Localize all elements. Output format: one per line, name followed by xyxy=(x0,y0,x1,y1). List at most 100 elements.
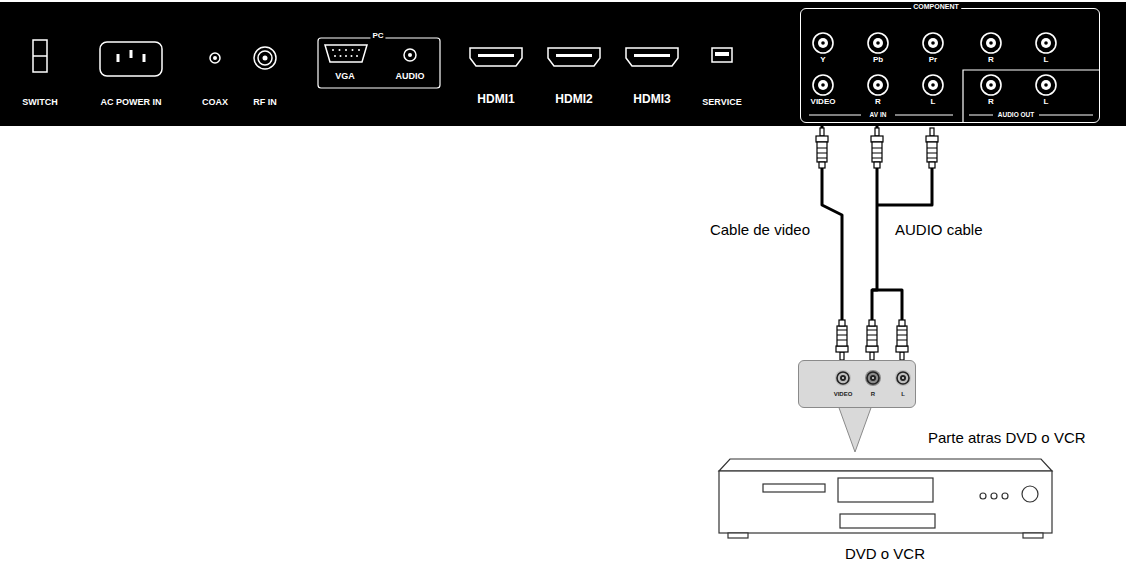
group-bracket xyxy=(1039,115,1093,116)
vga-pin xyxy=(345,55,347,57)
plug-collar xyxy=(816,136,828,142)
rca-plug xyxy=(866,320,878,360)
rf-jack xyxy=(254,47,276,69)
rca-jack-core xyxy=(986,80,996,90)
rca-jack-core xyxy=(873,38,883,48)
plug-strain-relief xyxy=(819,162,825,168)
tape-door xyxy=(838,478,933,502)
rca-plug xyxy=(816,128,828,168)
hdmi-contacts xyxy=(634,54,670,57)
rca-jack-pin xyxy=(872,377,874,379)
rca-jack-core xyxy=(818,80,828,90)
plug-body xyxy=(817,142,827,162)
plug-grip xyxy=(837,340,847,341)
rca-plug xyxy=(871,128,883,168)
rca-jack-core xyxy=(900,375,906,381)
button xyxy=(1002,493,1008,499)
coax-jack xyxy=(213,56,217,60)
jack-ring xyxy=(895,370,911,386)
jack-label: R xyxy=(875,98,881,107)
rca-jack-core xyxy=(870,375,876,381)
jack-label: L xyxy=(901,391,905,398)
plug-grip xyxy=(817,148,827,149)
vga-pin xyxy=(358,49,360,51)
plug-grip xyxy=(867,340,877,341)
jack-ring xyxy=(865,370,881,386)
rf-jack xyxy=(258,51,272,65)
plug-grip xyxy=(872,148,882,149)
group-label: AUDIO OUT xyxy=(998,111,1034,118)
rca-jack xyxy=(868,75,888,95)
hdmi-port xyxy=(548,48,600,66)
port-label: HDMI3 xyxy=(633,93,670,106)
audio-out-outline xyxy=(963,70,1099,122)
jack-label: L xyxy=(1044,56,1049,65)
ac-pin xyxy=(130,50,133,58)
audio-jack xyxy=(408,53,412,57)
rca-jack-core xyxy=(873,80,883,90)
rca-jack xyxy=(868,33,888,53)
plug-grip xyxy=(837,335,847,336)
group-bracket xyxy=(969,115,993,116)
switch-symbol xyxy=(33,40,47,72)
rca-jack xyxy=(837,372,849,384)
cable-branch xyxy=(877,168,932,205)
button xyxy=(991,493,997,499)
rca-jack xyxy=(923,75,943,95)
rca-jack xyxy=(867,372,879,384)
jack-label: Pr xyxy=(929,56,937,65)
vga-pin xyxy=(332,49,334,51)
usb-port xyxy=(715,52,729,56)
vga-pin xyxy=(339,49,341,51)
jack-label: VIDEO xyxy=(811,98,836,107)
rca-jack-pin xyxy=(842,377,844,379)
plug-tip xyxy=(840,352,844,360)
player-drawing xyxy=(718,458,1053,544)
plug-grip xyxy=(927,148,937,149)
plug-collar xyxy=(926,136,938,142)
port-label: PC xyxy=(370,32,385,41)
plug-strain-relief xyxy=(874,162,880,168)
rca-jack-pin xyxy=(876,83,880,87)
plug-collar xyxy=(896,346,908,352)
player-back-callout: VIDEORL xyxy=(798,360,916,408)
rca-jack-core xyxy=(818,38,828,48)
plug-grip xyxy=(817,158,827,159)
rca-jack xyxy=(897,372,909,384)
plug-collar xyxy=(866,346,878,352)
rca-jack-pin xyxy=(902,377,904,379)
rca-jack-pin xyxy=(821,83,825,87)
group-bracket xyxy=(809,115,861,116)
jack-label: R xyxy=(871,391,875,398)
rca-jack xyxy=(923,33,943,53)
vga-pin xyxy=(352,49,354,51)
rca-jack-pin xyxy=(876,41,880,45)
rca-jack xyxy=(1036,75,1056,95)
player-front xyxy=(719,471,1052,533)
jack-label: L xyxy=(1044,98,1049,107)
plug-grip xyxy=(897,340,907,341)
button xyxy=(980,493,986,499)
vga-pin xyxy=(340,55,342,57)
vga-pin xyxy=(345,49,347,51)
plug-tip xyxy=(930,128,934,136)
port-label: HDMI2 xyxy=(555,93,592,106)
rca-jack-pin xyxy=(989,41,993,45)
plug-strain-relief xyxy=(899,320,905,326)
disc-tray xyxy=(763,484,825,492)
plug-grip xyxy=(897,330,907,331)
port-label: COAX xyxy=(202,98,228,108)
rca-plug xyxy=(896,320,908,360)
jack-ring xyxy=(835,370,851,386)
plug-tip xyxy=(870,352,874,360)
rca-jack-pin xyxy=(931,83,935,87)
plug-grip xyxy=(872,153,882,154)
rca-jack-core xyxy=(1041,80,1051,90)
hdmi-port xyxy=(470,48,522,66)
plug-tip xyxy=(875,128,879,136)
cable-label: Cable de video xyxy=(708,222,812,239)
device-label: DVD o VCR xyxy=(845,546,925,563)
plug-grip xyxy=(927,158,937,159)
rca-jack-core xyxy=(1041,38,1051,48)
plug-body xyxy=(837,326,847,346)
